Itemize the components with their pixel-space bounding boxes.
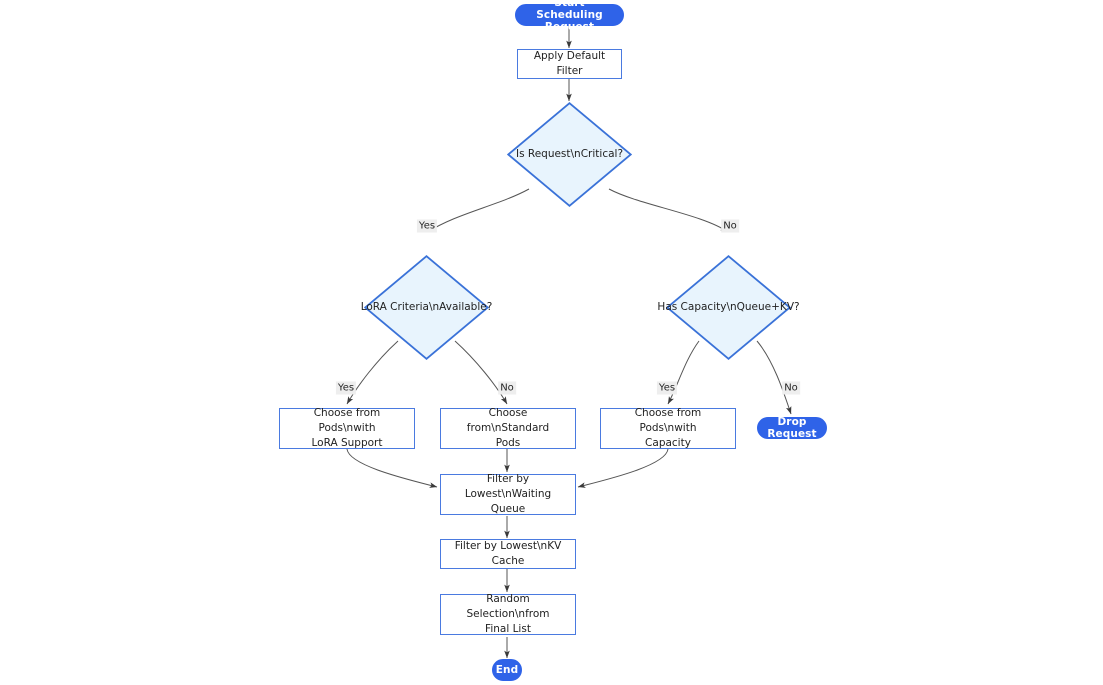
node-is-request-critical[interactable]: Is Request\nCritical? <box>507 102 632 207</box>
node-filter-kv-cache-label: Filter by Lowest\nKV Cache <box>454 539 562 567</box>
edge-choose-lora-to-filter-queue <box>346 448 438 488</box>
edge-label-lora-no: No <box>498 381 516 395</box>
node-random-selection-line1: Random Selection\nfrom <box>466 592 550 620</box>
node-apply-default-filter[interactable]: Apply Default Filter <box>517 49 622 79</box>
node-is-request-critical-label: Is Request\nCritical? <box>515 148 624 161</box>
decision-diamond-shape <box>507 102 632 207</box>
edge-label-capacity-yes: Yes <box>656 381 678 395</box>
node-choose-capacity-pods-line1: Choose from Pods\nwith <box>634 406 702 434</box>
node-choose-standard-pods[interactable]: Choose from\nStandard Pods <box>440 406 576 450</box>
edge-label-capacity-no: No <box>782 381 800 395</box>
decision-diamond-shape <box>666 255 791 360</box>
node-end[interactable]: End <box>492 659 522 681</box>
node-filter-waiting-queue-line2: Queue <box>490 503 526 516</box>
node-apply-default-filter-label: Apply Default Filter <box>533 49 606 77</box>
node-choose-capacity-pods[interactable]: Choose from Pods\nwith Capacity <box>600 406 736 450</box>
edge-label-critical-no: No <box>721 219 739 233</box>
node-choose-lora-pods-line1: Choose from Pods\nwith <box>313 406 381 434</box>
edge-label-lora-yes: Yes <box>335 381 357 395</box>
node-drop-request-label: Drop Request <box>767 415 817 440</box>
node-start[interactable]: Start Scheduling Request <box>515 0 624 33</box>
node-choose-standard-pods-line2: Pods <box>495 437 521 450</box>
node-filter-kv-cache[interactable]: Filter by Lowest\nKV Cache <box>440 539 576 569</box>
node-choose-standard-pods-line1: Choose from\nStandard <box>466 406 550 434</box>
node-start-label: Start Scheduling Request <box>536 0 603 34</box>
decision-diamond-shape <box>364 255 489 360</box>
node-end-label: End <box>495 663 519 676</box>
edge-choose-capacity-to-filter-queue <box>577 448 669 488</box>
node-filter-waiting-queue-line1: Filter by Lowest\nWaiting <box>464 472 552 500</box>
node-lora-criteria-available[interactable]: LoRA Criteria\nAvailable? <box>361 255 492 360</box>
node-has-capacity[interactable]: Has Capacity\nQueue+KV? <box>657 255 800 360</box>
node-filter-waiting-queue[interactable]: Filter by Lowest\nWaiting Queue <box>440 472 576 516</box>
node-drop-request[interactable]: Drop Request <box>757 415 827 440</box>
node-choose-lora-pods[interactable]: Choose from Pods\nwith LoRA Support <box>279 406 415 450</box>
node-choose-lora-pods-line2: LoRA Support <box>311 437 383 450</box>
node-choose-capacity-pods-line2: Capacity <box>645 437 691 450</box>
edge-label-critical-yes: Yes <box>416 219 438 233</box>
node-has-capacity-label: Has Capacity\nQueue+KV? <box>657 301 800 314</box>
node-random-selection-line2: Final List <box>485 623 531 636</box>
node-random-selection[interactable]: Random Selection\nfrom Final List <box>440 592 576 636</box>
node-lora-criteria-available-label: LoRA Criteria\nAvailable? <box>360 301 493 314</box>
